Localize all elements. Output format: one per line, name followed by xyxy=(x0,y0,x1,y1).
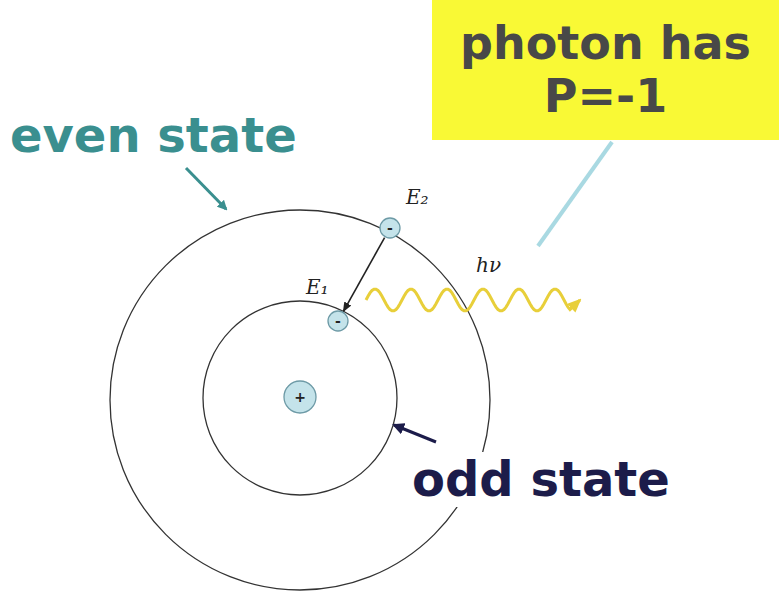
charge-sign: + xyxy=(294,390,306,404)
callout-box: photon has P=-1 xyxy=(432,0,779,140)
photon-energy-label: hν xyxy=(474,254,503,277)
state-label: even state xyxy=(8,108,299,163)
state-label: odd state xyxy=(410,452,672,507)
callout-text: photon has P=-1 xyxy=(444,17,767,123)
pointer-arrow xyxy=(394,425,436,442)
charge-sign: - xyxy=(335,314,341,328)
outer-orbit xyxy=(110,210,490,590)
transition-arrow xyxy=(343,238,384,312)
photon-wave xyxy=(366,289,580,311)
inner-orbit xyxy=(203,301,397,495)
nucleus: + xyxy=(283,380,317,414)
electron: - xyxy=(379,217,401,239)
electron: - xyxy=(327,310,349,332)
leader-line xyxy=(538,142,612,246)
energy-label: E₁ xyxy=(304,276,331,299)
charge-sign: - xyxy=(387,221,393,235)
energy-label: E₂ xyxy=(404,186,431,209)
pointer-arrow xyxy=(186,168,226,209)
